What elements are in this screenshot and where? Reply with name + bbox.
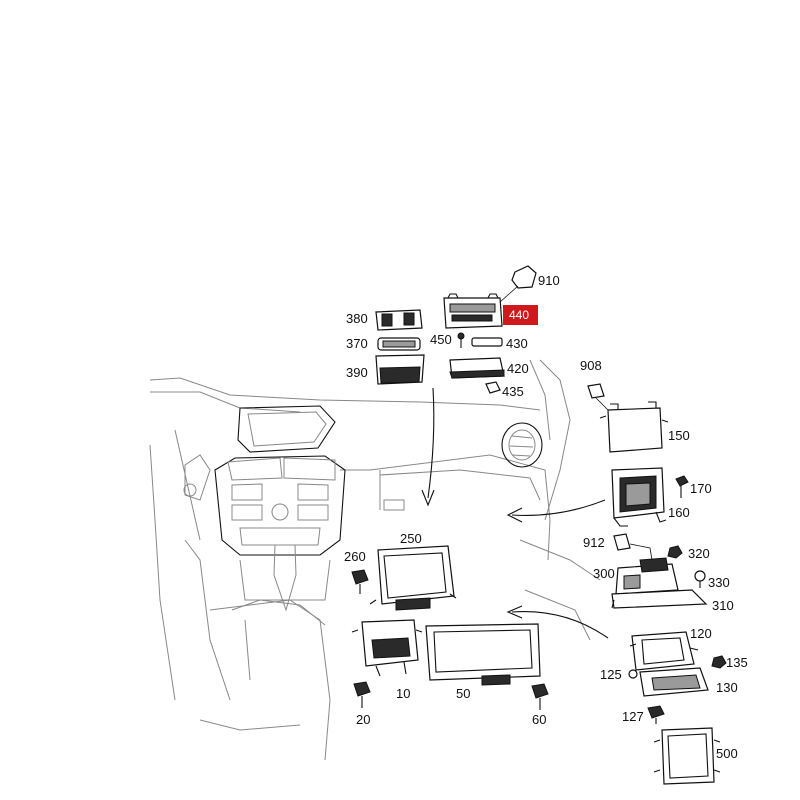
part-125-washer [628,669,638,679]
callout-912: 912 [583,535,605,550]
dashboard-outline [149,359,601,761]
part-430-trim-strip [471,337,503,347]
part-370-switch [377,337,421,351]
callout-330: 330 [708,575,730,590]
callout-135: 135 [726,655,748,670]
callout-160: 160 [668,505,690,520]
callout-150: 150 [668,428,690,443]
part-250-control-unit [369,545,457,611]
part-160-control-unit [611,467,667,527]
part-130-bracket [639,667,709,697]
callout-20: 20 [356,712,370,727]
callout-170: 170 [690,481,712,496]
part-390-housing [375,354,425,385]
part-435-clip [485,381,501,394]
part-912-connector [613,533,653,561]
part-20-bolt [353,681,371,708]
part-260-bolt [351,569,369,594]
callout-420: 420 [507,361,529,376]
callout-450: 450 [430,332,452,347]
callout-440: 440 [509,308,529,322]
callout-390: 390 [346,365,368,380]
callout-250: 250 [400,531,422,546]
callout-125: 125 [600,667,622,682]
callout-50: 50 [456,686,470,701]
part-320-nut [667,545,683,559]
callout-440-highlight [503,305,538,325]
part-150-module [599,401,669,453]
part-330-screw [694,570,706,588]
callout-908: 908 [580,358,602,373]
callout-60: 60 [532,712,546,727]
callout-10: 10 [396,686,410,701]
part-135-nut [711,655,727,669]
callout-127: 127 [622,709,644,724]
part-380-bracket [375,309,423,331]
part-60-bolt [531,683,549,710]
callout-500: 500 [716,746,738,761]
part-170-bolt [675,475,689,498]
callout-370: 370 [346,336,368,351]
part-310-bracket [611,589,708,609]
part-420-switch-panel [449,357,505,379]
callout-910: 910 [538,273,560,288]
part-910-connector [499,265,537,303]
part-908-connector [587,383,609,411]
part-10-control-unit [351,619,423,677]
callout-130: 130 [716,680,738,695]
callout-430: 430 [506,336,528,351]
part-120-module [629,631,699,671]
callout-120: 120 [690,626,712,641]
callout-380: 380 [346,311,368,326]
callout-435: 435 [502,384,524,399]
callout-300: 300 [593,566,615,581]
part-450-screw [457,332,465,348]
part-440-control-panel [443,293,503,329]
part-500-bracket [653,727,721,785]
callout-320: 320 [688,546,710,561]
callout-310: 310 [712,598,734,613]
part-300-module [615,557,679,595]
connection-arrows [421,387,609,639]
part-50-display [425,623,541,686]
callout-260: 260 [344,549,366,564]
part-127-bolt [647,705,665,724]
